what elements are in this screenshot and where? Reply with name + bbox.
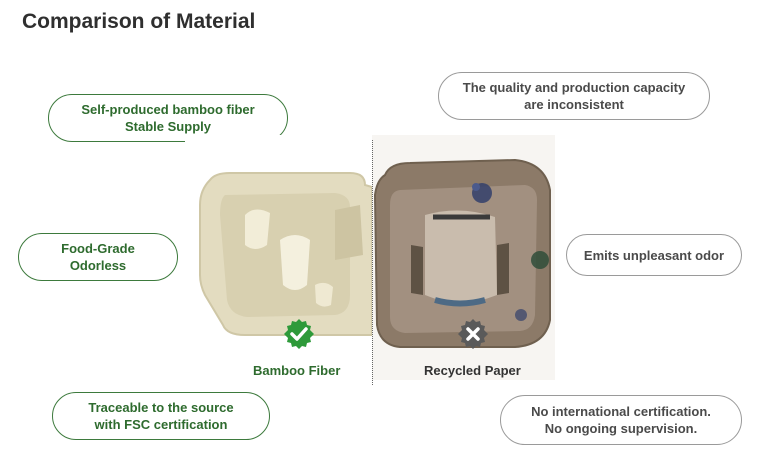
- feature-line: Stable Supply: [125, 119, 211, 134]
- drawback-odor: Emits unpleasant odor: [566, 234, 742, 276]
- feature-line: Traceable to the source: [88, 400, 234, 415]
- check-icon: [284, 319, 314, 349]
- feature-line: with FSC certification: [94, 417, 228, 432]
- drawback-quality-inconsistent: The quality and production capacity are i…: [438, 72, 710, 120]
- feature-line: The quality and production capacity: [462, 80, 686, 95]
- tray-comparison-image: [185, 135, 555, 380]
- page-title: Comparison of Material: [22, 10, 256, 33]
- recycled-paper-label: Recycled Paper: [424, 363, 521, 378]
- feature-line: Emits unpleasant odor: [583, 247, 725, 263]
- feature-line: Food-Grade: [61, 241, 135, 256]
- feature-fsc-certification: Traceable to the source with FSC certific…: [52, 392, 270, 440]
- bamboo-fiber-label: Bamboo Fiber: [253, 363, 341, 378]
- drawback-no-certification: No international certification. No ongoin…: [500, 395, 742, 445]
- x-icon: [458, 319, 488, 349]
- feature-line: are inconsistent: [524, 97, 624, 112]
- comparison-divider: [372, 140, 373, 385]
- feature-line: No international certification.: [531, 404, 711, 419]
- feature-line: No ongoing supervision.: [544, 421, 698, 436]
- feature-line: Self-produced bamboo fiber: [81, 102, 255, 117]
- feature-line: Odorless: [69, 258, 127, 273]
